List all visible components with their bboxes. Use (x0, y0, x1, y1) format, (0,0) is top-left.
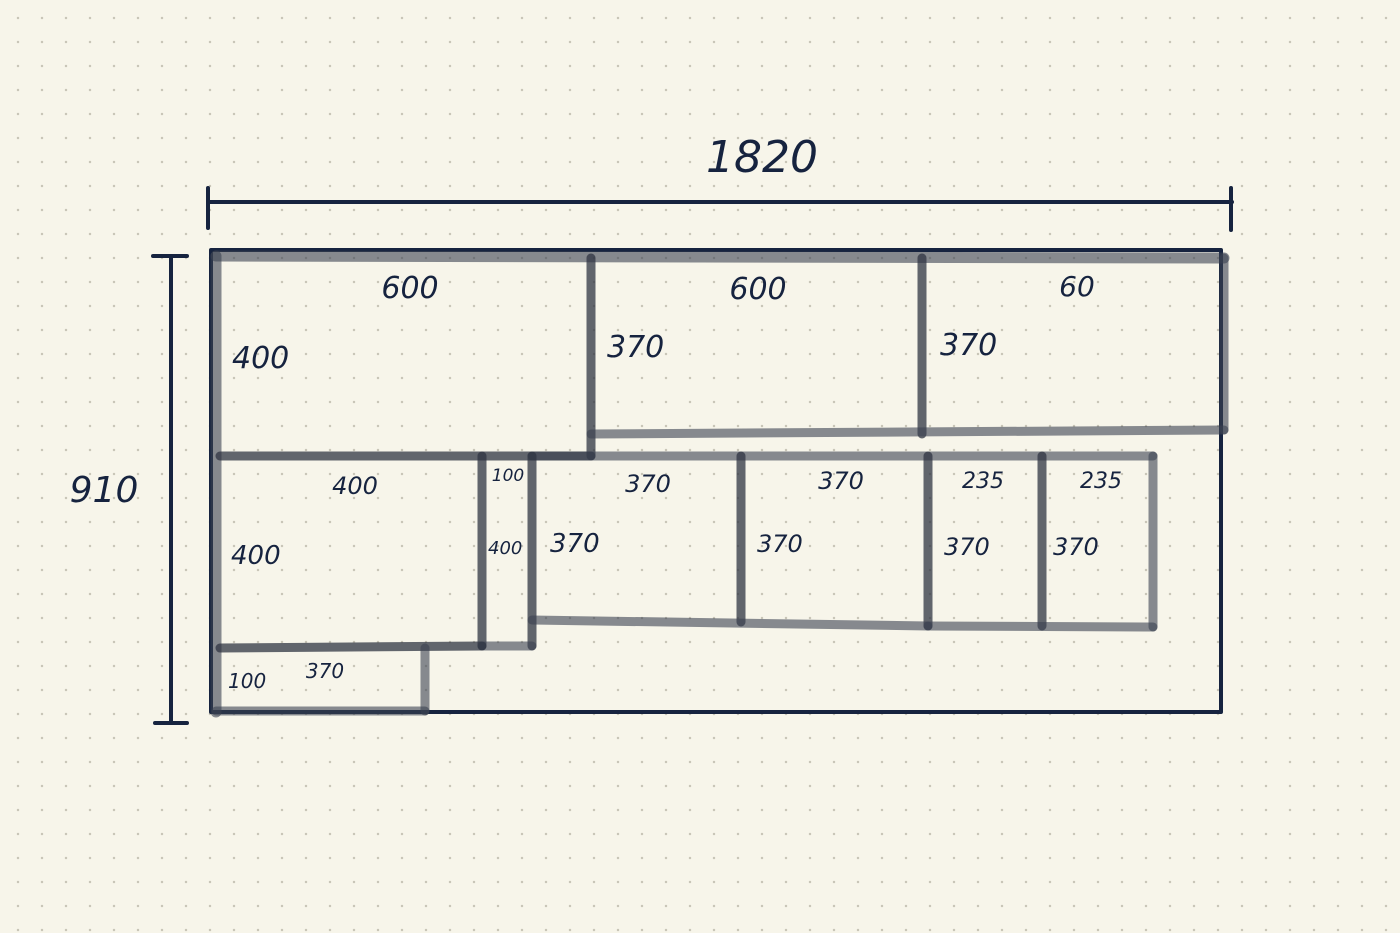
mid-cell-f-width-label: 235 (1080, 469, 1122, 494)
cell1-height-label: 400 (232, 341, 289, 376)
cell3-height-label: 370 (940, 328, 997, 363)
total-height-label: 910 (70, 470, 139, 511)
board-mid-left-bottom (215, 641, 487, 653)
height-dimension: 910 (70, 254, 189, 725)
board-middle-bottom-right (923, 621, 1158, 632)
mid-cell-e-height-label: 370 (944, 533, 990, 561)
cell1-width-label: 600 (381, 271, 438, 306)
bottom-cell-width-label: 370 (306, 659, 344, 683)
mid-cell-b-height-label: 400 (488, 538, 522, 559)
bottom-cell-height-label: 100 (228, 669, 266, 693)
board-middle-bottom (527, 615, 933, 631)
mid-cell-d-width-label: 370 (818, 467, 864, 495)
width-dimension: 1820 (206, 132, 1234, 232)
mid-cell-d-height-label: 370 (757, 530, 803, 558)
cell2-width-label: 600 (729, 272, 786, 307)
cell2-height-label: 370 (607, 330, 664, 365)
mid-cell-f-height-label: 370 (1053, 533, 1099, 561)
board-pieces (210, 250, 1230, 718)
mid-cell-a-height-label: 400 (231, 541, 281, 571)
mid-cell-c-height-label: 370 (550, 529, 600, 559)
board-top-edge (210, 250, 1230, 264)
bottom-row-labels: 100 370 (228, 659, 344, 693)
mid-cell-a-width-label: 400 (332, 472, 378, 500)
board-top-row-bottom (586, 425, 1229, 439)
mid-cell-c-width-label: 370 (625, 470, 671, 498)
total-width-label: 1820 (706, 132, 818, 183)
top-row-labels: 600 400 600 370 60 370 (232, 270, 1095, 376)
cell3-width-label: 60 (1059, 270, 1095, 303)
mid-cell-e-width-label: 235 (962, 469, 1004, 494)
mid-cell-b-width-label: 100 (492, 466, 524, 486)
middle-row-labels: 400 400 100 400 370 370 370 370 235 370 … (231, 466, 1122, 571)
